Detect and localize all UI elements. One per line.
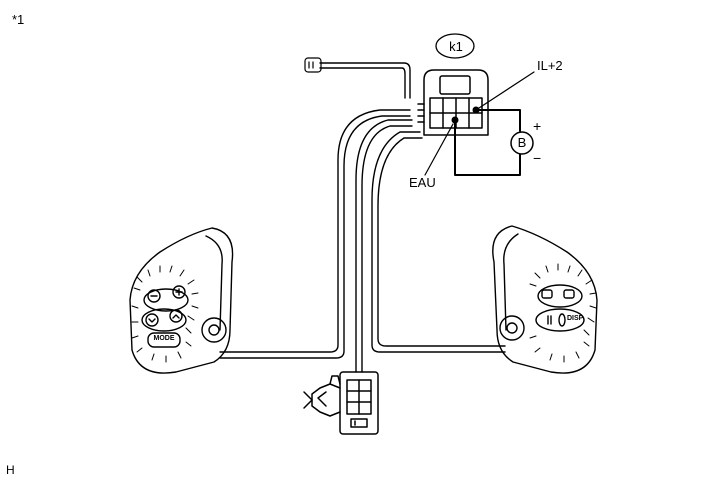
- terminal-il2-label: IL+2: [537, 58, 563, 73]
- disp-button-label: DISP: [567, 315, 584, 322]
- leader-eau: [424, 123, 454, 176]
- terminal-eau-label: EAU: [409, 175, 436, 190]
- measurement-circuit: [451, 106, 521, 176]
- leader-il2: [478, 71, 535, 109]
- connector-k1: [417, 69, 489, 136]
- bottom-connector: [303, 371, 379, 435]
- footer-code: H: [6, 463, 15, 477]
- left-steering-pad-switch: [129, 227, 234, 374]
- battery-symbol: [510, 131, 534, 155]
- battery-label: B: [517, 135, 527, 150]
- connector-id-label: k1: [449, 39, 463, 54]
- connector-id-bubble: [435, 33, 475, 59]
- ground-plug-icon: [304, 57, 322, 73]
- mode-button-label: MODE: [153, 335, 175, 342]
- wire-harness: [219, 62, 506, 373]
- minus-sign: −: [533, 150, 542, 166]
- right-steering-pad-switch: [492, 225, 598, 374]
- plus-sign: +: [533, 118, 542, 134]
- diagram-mark: *1: [12, 12, 25, 27]
